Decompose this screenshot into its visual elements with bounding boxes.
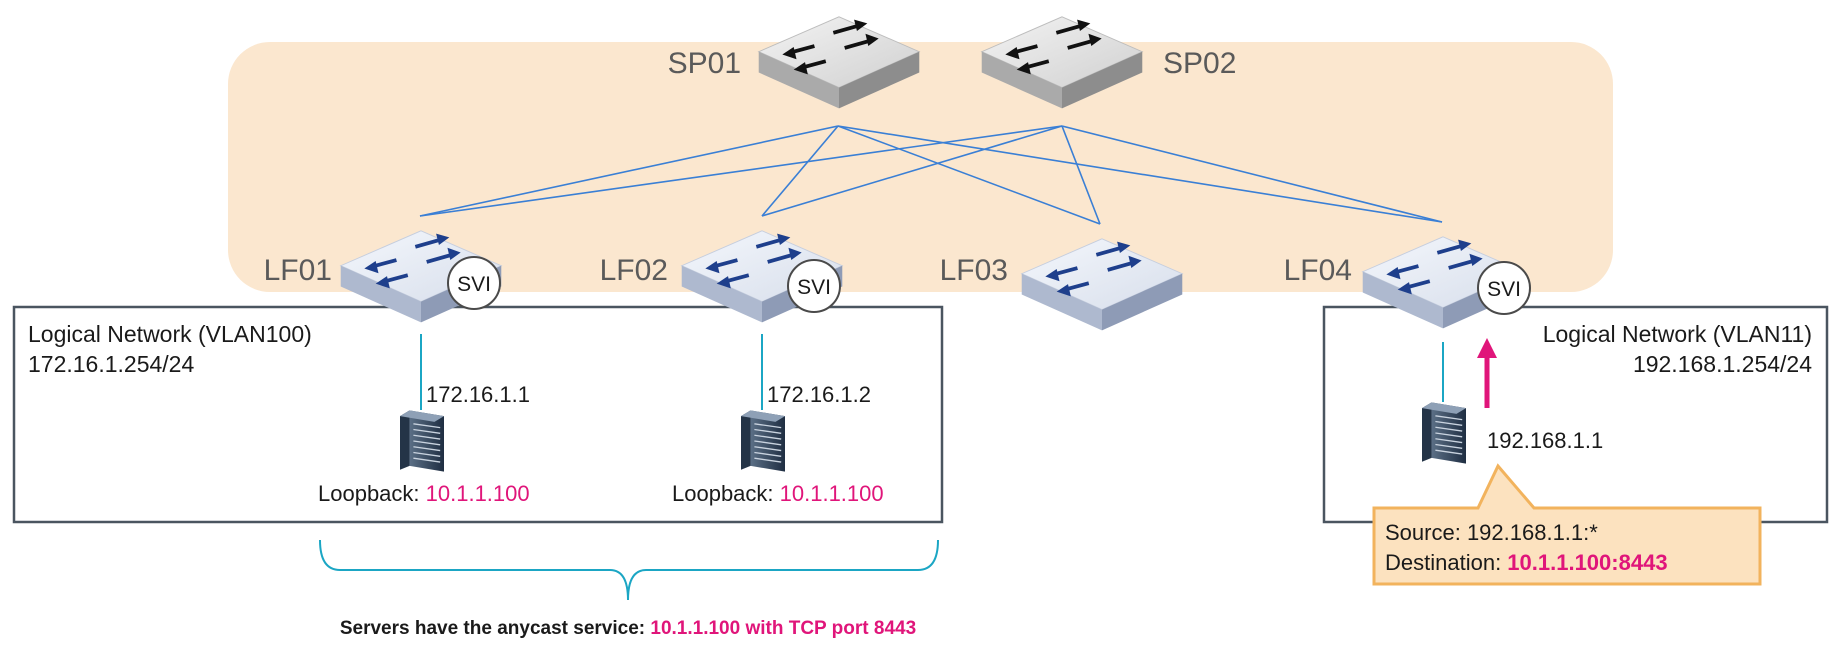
loopback-label: Loopback: [672, 481, 780, 506]
svi-badge-lf04: SVI [1477, 261, 1531, 315]
server-3-ip: 192.168.1.1 [1487, 428, 1603, 453]
callout-destination: Destination: 10.1.1.100:8443 [1385, 550, 1668, 575]
server-3: 192.168.1.1 [1421, 401, 1603, 465]
fabric-links [419, 125, 1443, 225]
svi-badge-lf01: SVI [447, 256, 501, 310]
leaf-label-lf04: LF04 [1284, 254, 1352, 287]
leaf-label-lf02: LF02 [600, 254, 668, 287]
loopback-label: Loopback: [318, 481, 426, 506]
svg-text:SVI: SVI [457, 273, 491, 296]
left-network-name: Logical Network (VLAN100) [28, 321, 312, 347]
link-sp01-lf03 [837, 125, 1101, 225]
link-sp02-lf03 [1061, 125, 1101, 225]
callout-source: Source: 192.168.1.1:* [1385, 520, 1598, 545]
loopback-ip: 10.1.1.100 [426, 481, 530, 506]
leaf-lf04: LF04 SVI [1284, 237, 1531, 329]
svg-text:SVI: SVI [1487, 278, 1521, 301]
leaf-label-lf03: LF03 [940, 254, 1008, 287]
anycast-bracket [319, 539, 939, 601]
access-links [420, 334, 1444, 410]
leaf-label-lf01: LF01 [264, 254, 332, 287]
link-sp02-lf02 [761, 125, 1063, 217]
link-sp02-lf04 [1061, 125, 1443, 223]
spine-sp02: SP02 [982, 17, 1236, 109]
spine-label-sp02: SP02 [1163, 47, 1236, 80]
server-2: 172.16.1.2 Loopback: 10.1.1.100 [672, 382, 884, 506]
server-icon [740, 409, 786, 473]
loopback-ip: 10.1.1.100 [780, 481, 884, 506]
server-icon [1421, 401, 1467, 465]
link-sp01-lf02 [761, 125, 839, 217]
fabric-background [228, 42, 1613, 292]
server-1: 172.16.1.1 Loopback: 10.1.1.100 [318, 382, 530, 506]
spine-sp01: SP01 [668, 17, 920, 109]
spine-label-sp01: SP01 [668, 47, 741, 80]
leaf-lf03: LF03 [940, 239, 1183, 331]
link-sp02-lf01 [419, 125, 1063, 217]
server-2-loopback: Loopback: 10.1.1.100 [672, 481, 884, 506]
leaf-lf01: LF01 SVI [264, 231, 502, 323]
right-network-subnet: 192.168.1.254/24 [1633, 351, 1812, 377]
left-network-subnet: 172.16.1.254/24 [28, 351, 194, 377]
flow-callout: Source: 192.168.1.1:* Destination: 10.1.… [1372, 463, 1762, 586]
server-1-ip: 172.16.1.1 [426, 382, 530, 407]
traffic-arrow [1477, 338, 1497, 408]
svg-text:SVI: SVI [797, 276, 831, 299]
leaf-lf02: LF02 SVI [600, 231, 843, 323]
server-2-ip: 172.16.1.2 [767, 382, 871, 407]
svi-badge-lf02: SVI [787, 259, 841, 313]
server-icon [399, 409, 445, 473]
footer-note: Servers have the anycast service: 10.1.1… [340, 618, 916, 639]
server-1-loopback: Loopback: 10.1.1.100 [318, 481, 530, 506]
right-network-name: Logical Network (VLAN11) [1543, 321, 1812, 347]
link-sp01-lf04 [837, 125, 1443, 223]
link-sp01-lf01 [419, 125, 839, 217]
